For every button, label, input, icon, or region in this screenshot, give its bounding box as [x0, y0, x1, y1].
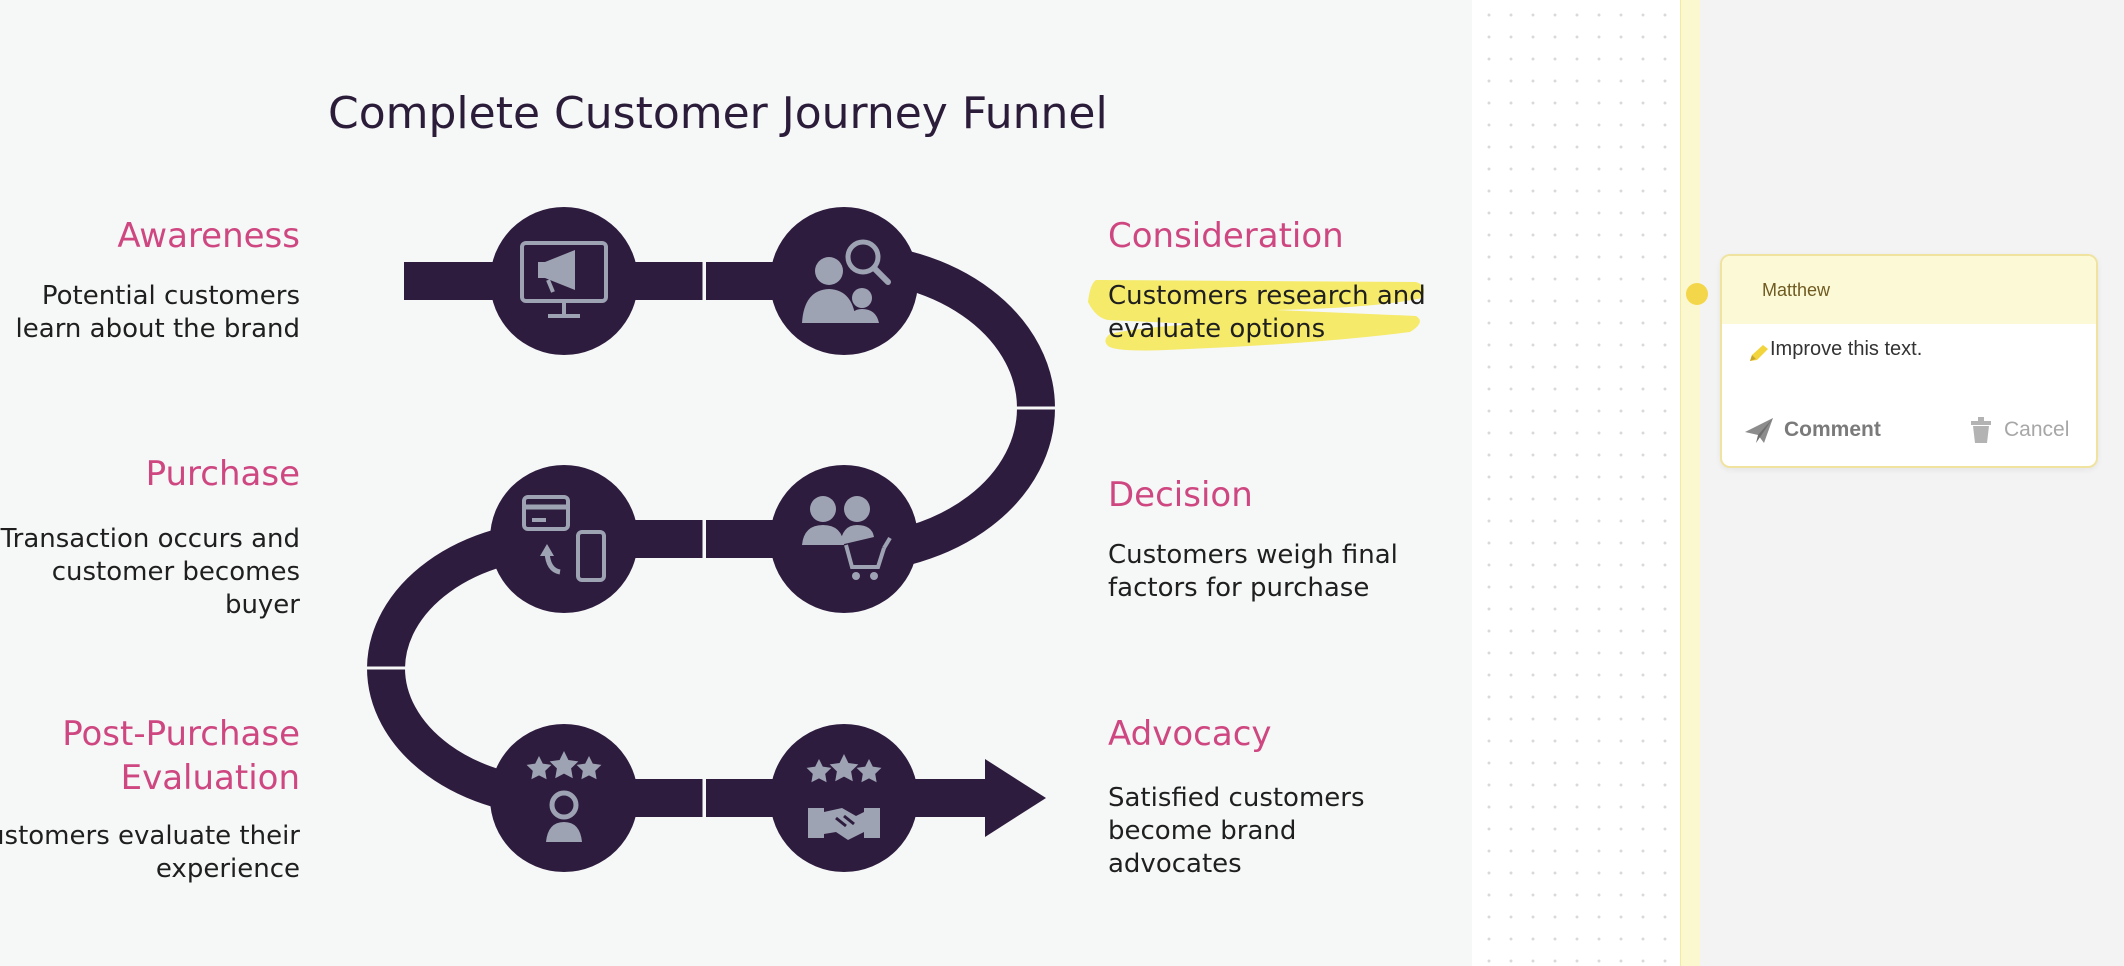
stage-circle-purchase [490, 465, 638, 613]
monitor-megaphone-icon [520, 241, 608, 318]
stars-handshake-icon [806, 754, 882, 840]
stars-rating-icon [526, 751, 602, 842]
text-highlight [1088, 280, 1424, 351]
slide-canvas[interactable]: Complete Customer Journey Funnel [0, 0, 1472, 966]
comment-author: Matthew [1762, 280, 1831, 300]
send-icon [1745, 418, 1773, 443]
slide-title[interactable]: Complete Customer Journey Funnel [328, 88, 1108, 139]
comments-panel [1700, 0, 2124, 966]
people-search-icon [802, 239, 891, 323]
comment-button-label: Comment [1784, 418, 1881, 441]
comment-card: Matthew Improve this text. Comment Cance… [1720, 254, 2098, 468]
stage-desc-consideration[interactable]: Customers research and evaluate options [1108, 281, 1426, 344]
stage-title-advocacy[interactable]: Advocacy [1108, 714, 1272, 754]
stage-circle-consideration [770, 207, 918, 355]
comment-header: Matthew [1722, 256, 2096, 324]
pencil-icon [1750, 345, 1768, 361]
cancel-button-label: Cancel [2004, 418, 2070, 441]
stage-circle-post-purchase [490, 724, 638, 872]
stage-circle-advocacy [770, 724, 918, 872]
stage-title-post-purchase[interactable]: Post-Purchase Evaluation [62, 714, 300, 798]
stage-desc-purchase[interactable]: Transaction occurs and customer becomes … [0, 524, 300, 620]
path-arrowhead [985, 759, 1046, 837]
stage-desc-advocacy[interactable]: Satisfied customers become brand advocat… [1108, 783, 1365, 879]
cancel-button[interactable]: Cancel [1970, 416, 2069, 444]
canvas-margin [1472, 0, 1680, 966]
stage-title-purchase[interactable]: Purchase [145, 454, 300, 494]
people-cart-icon [802, 496, 892, 580]
stage-title-consideration[interactable]: Consideration [1108, 216, 1344, 256]
stage-desc-decision[interactable]: Customers weigh final factors for purcha… [1108, 540, 1398, 603]
comment-text[interactable]: Improve this text. [1770, 338, 1923, 360]
card-payment-icon [522, 495, 606, 582]
journey-path [366, 207, 1056, 872]
stage-title-awareness[interactable]: Awareness [117, 216, 300, 256]
stage-desc-awareness[interactable]: Potential customers learn about the bran… [15, 281, 300, 344]
stage-title-decision[interactable]: Decision [1108, 475, 1253, 515]
comment-anchor-dot[interactable] [1686, 283, 1708, 305]
comment-track [1680, 0, 1702, 966]
trash-icon [1971, 417, 1991, 443]
comment-button[interactable]: Comment [1744, 416, 1881, 444]
stage-desc-post-purchase[interactable]: Customers evaluate their experience [0, 821, 300, 884]
